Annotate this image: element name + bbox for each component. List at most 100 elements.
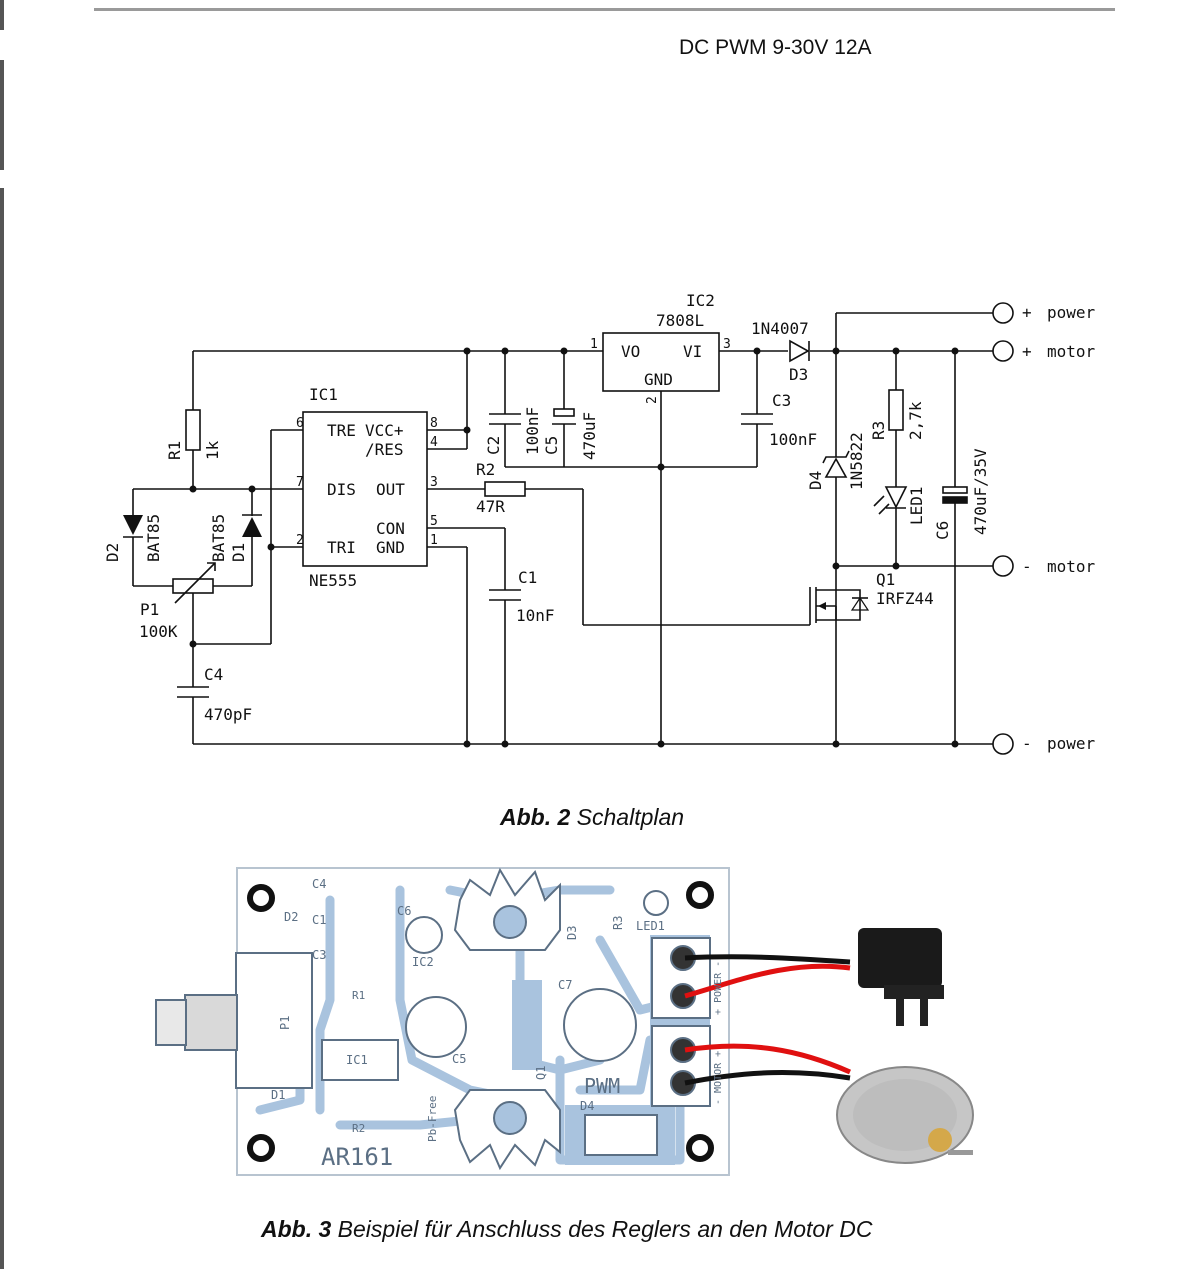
ic2-pin-num-3: 3 [723, 337, 731, 352]
ic1-pin-num-5: 5 [430, 514, 438, 529]
c3-name: C3 [772, 391, 791, 410]
c2-value: 100nF [523, 407, 542, 455]
ic1-type: NE555 [309, 571, 357, 590]
ic2-type: 7808L [656, 311, 704, 330]
pcb-label-ic1: IC1 [346, 1053, 368, 1067]
ic1-pin-num-7: 7 [296, 475, 304, 490]
ic1-pin-tre: TRE [327, 421, 356, 440]
pcb-label-c4: C4 [312, 877, 326, 891]
d2-value: BAT85 [144, 514, 163, 562]
left-margin-bar-top [0, 0, 4, 30]
ic1-pin-num-8: 8 [430, 416, 438, 431]
figure-3-caption: Abb. 3 Beispiel für Anschluss des Regler… [261, 1216, 872, 1243]
d1-name: D1 [229, 543, 248, 562]
c2-name: C2 [484, 436, 503, 455]
c4-value: 470pF [204, 705, 252, 724]
c1-value: 10nF [516, 606, 555, 625]
pcb-label-pb-free: Pb-Free [426, 1096, 439, 1142]
pcb-label-d2: D2 [284, 910, 298, 924]
d2-name: D2 [103, 543, 122, 562]
figure-2-caption: Abb. 2 Schaltplan [500, 804, 684, 831]
ic1-pin-gnd: GND [376, 538, 405, 557]
ic1-pin-num-3: 3 [430, 475, 438, 490]
ic2-pin-num-2: 2 [645, 396, 660, 404]
ic2-pin-num-1: 1 [590, 337, 598, 352]
ic1-pin-num-1: 1 [430, 533, 438, 548]
ic1-pin-out: OUT [376, 480, 405, 499]
c6-value: 470uF/35V [971, 448, 990, 535]
d3-value: 1N4007 [751, 319, 809, 338]
c6-name: C6 [933, 521, 952, 540]
c4-name: C4 [204, 665, 223, 684]
schematic-diagram: IC1 NE555 TRE VCC+ /RES DIS OUT CON TRI … [103, 291, 1096, 755]
figure-2-label: Abb. 2 [500, 804, 571, 830]
ic1-pin-res: /RES [365, 440, 404, 459]
led1-name: LED1 [907, 486, 926, 525]
ic1-pin-num-6: 6 [296, 416, 304, 431]
pcb-connector-motor-label: - MOTOR + [713, 1051, 724, 1105]
q1-value: IRFZ44 [876, 589, 934, 608]
terminal-motor-plus-sign: + [1022, 342, 1032, 361]
q1-name: Q1 [876, 570, 895, 589]
ic1-pin-con: CON [376, 519, 405, 538]
pcb-label-c1: C1 [312, 913, 326, 927]
ic2-name: IC2 [686, 291, 715, 310]
figure-3-label: Abb. 3 [261, 1216, 332, 1242]
pcb-label-r3: R3 [611, 916, 625, 930]
ic1-name: IC1 [309, 385, 338, 404]
page-header: DC PWM 9-30V 12A [679, 36, 872, 59]
ic2-pin-vo: VO [621, 342, 640, 361]
pcb-label-c7: C7 [558, 978, 572, 992]
d3-name: D3 [789, 365, 808, 384]
d4-name: D4 [806, 471, 825, 490]
r3-name: R3 [869, 421, 888, 440]
pcb-label-pwm: PWM [584, 1074, 620, 1098]
pcb-board-name: AR161 [321, 1143, 393, 1171]
ic2-pin-gnd: GND [644, 370, 673, 389]
pcb-label-r2: R2 [352, 1122, 365, 1135]
pcb-label-d1: D1 [271, 1088, 285, 1102]
left-margin-bar-middle [0, 60, 4, 170]
terminal-motor-minus-label: motor [1047, 557, 1096, 576]
left-margin-bar-bottom [0, 188, 4, 1269]
p1-name: P1 [140, 600, 159, 619]
ic1-pin-num-2: 2 [296, 533, 304, 548]
top-rule [94, 8, 1115, 11]
d4-value: 1N5822 [847, 432, 866, 490]
pcb-label-p1: P1 [278, 1016, 292, 1030]
d1-value: BAT85 [209, 514, 228, 562]
ic1-pin-tri: TRI [327, 538, 356, 557]
terminal-power-minus-sign: - [1022, 734, 1032, 753]
pcb-label-c6: C6 [397, 904, 411, 918]
terminal-power-plus-label: power [1047, 303, 1096, 322]
c3-value: 100nF [769, 430, 817, 449]
ic1-pin-dis: DIS [327, 480, 356, 499]
pcb-label-ic2: IC2 [412, 955, 434, 969]
ic2-pin-vi: VI [683, 342, 702, 361]
r2-name: R2 [476, 460, 495, 479]
r1-value: 1k [203, 440, 222, 460]
figure-3-text: Beispiel für Anschluss des Reglers an de… [337, 1216, 873, 1242]
pcb-label-r1: R1 [352, 989, 365, 1002]
figure-2-text: Schaltplan [576, 804, 685, 830]
c5-name: C5 [542, 436, 561, 455]
p1-value: 100K [139, 622, 178, 641]
r2-value: 47R [476, 497, 505, 516]
pcb-label-q1: Q1 [534, 1066, 548, 1080]
terminal-motor-plus-label: motor [1047, 342, 1096, 361]
terminal-power-plus-sign: + [1022, 303, 1032, 322]
terminal-power-minus-label: power [1047, 734, 1096, 753]
ic1-pin-num-4: 4 [430, 435, 438, 450]
pcb-label-d4: D4 [580, 1099, 594, 1113]
pcb-connector-power-label: + POWER - [713, 961, 724, 1015]
c1-name: C1 [518, 568, 537, 587]
pcb-label-c5: C5 [452, 1052, 466, 1066]
pcb-label-led1: LED1 [636, 919, 665, 933]
r3-value: 2,7k [906, 401, 925, 440]
r1-name: R1 [165, 441, 184, 460]
pcb-label-c3: C3 [312, 948, 326, 962]
c5-value: 470uF [580, 412, 599, 460]
terminal-motor-minus-sign: - [1022, 557, 1032, 576]
pcb-label-d3: D3 [565, 926, 579, 940]
